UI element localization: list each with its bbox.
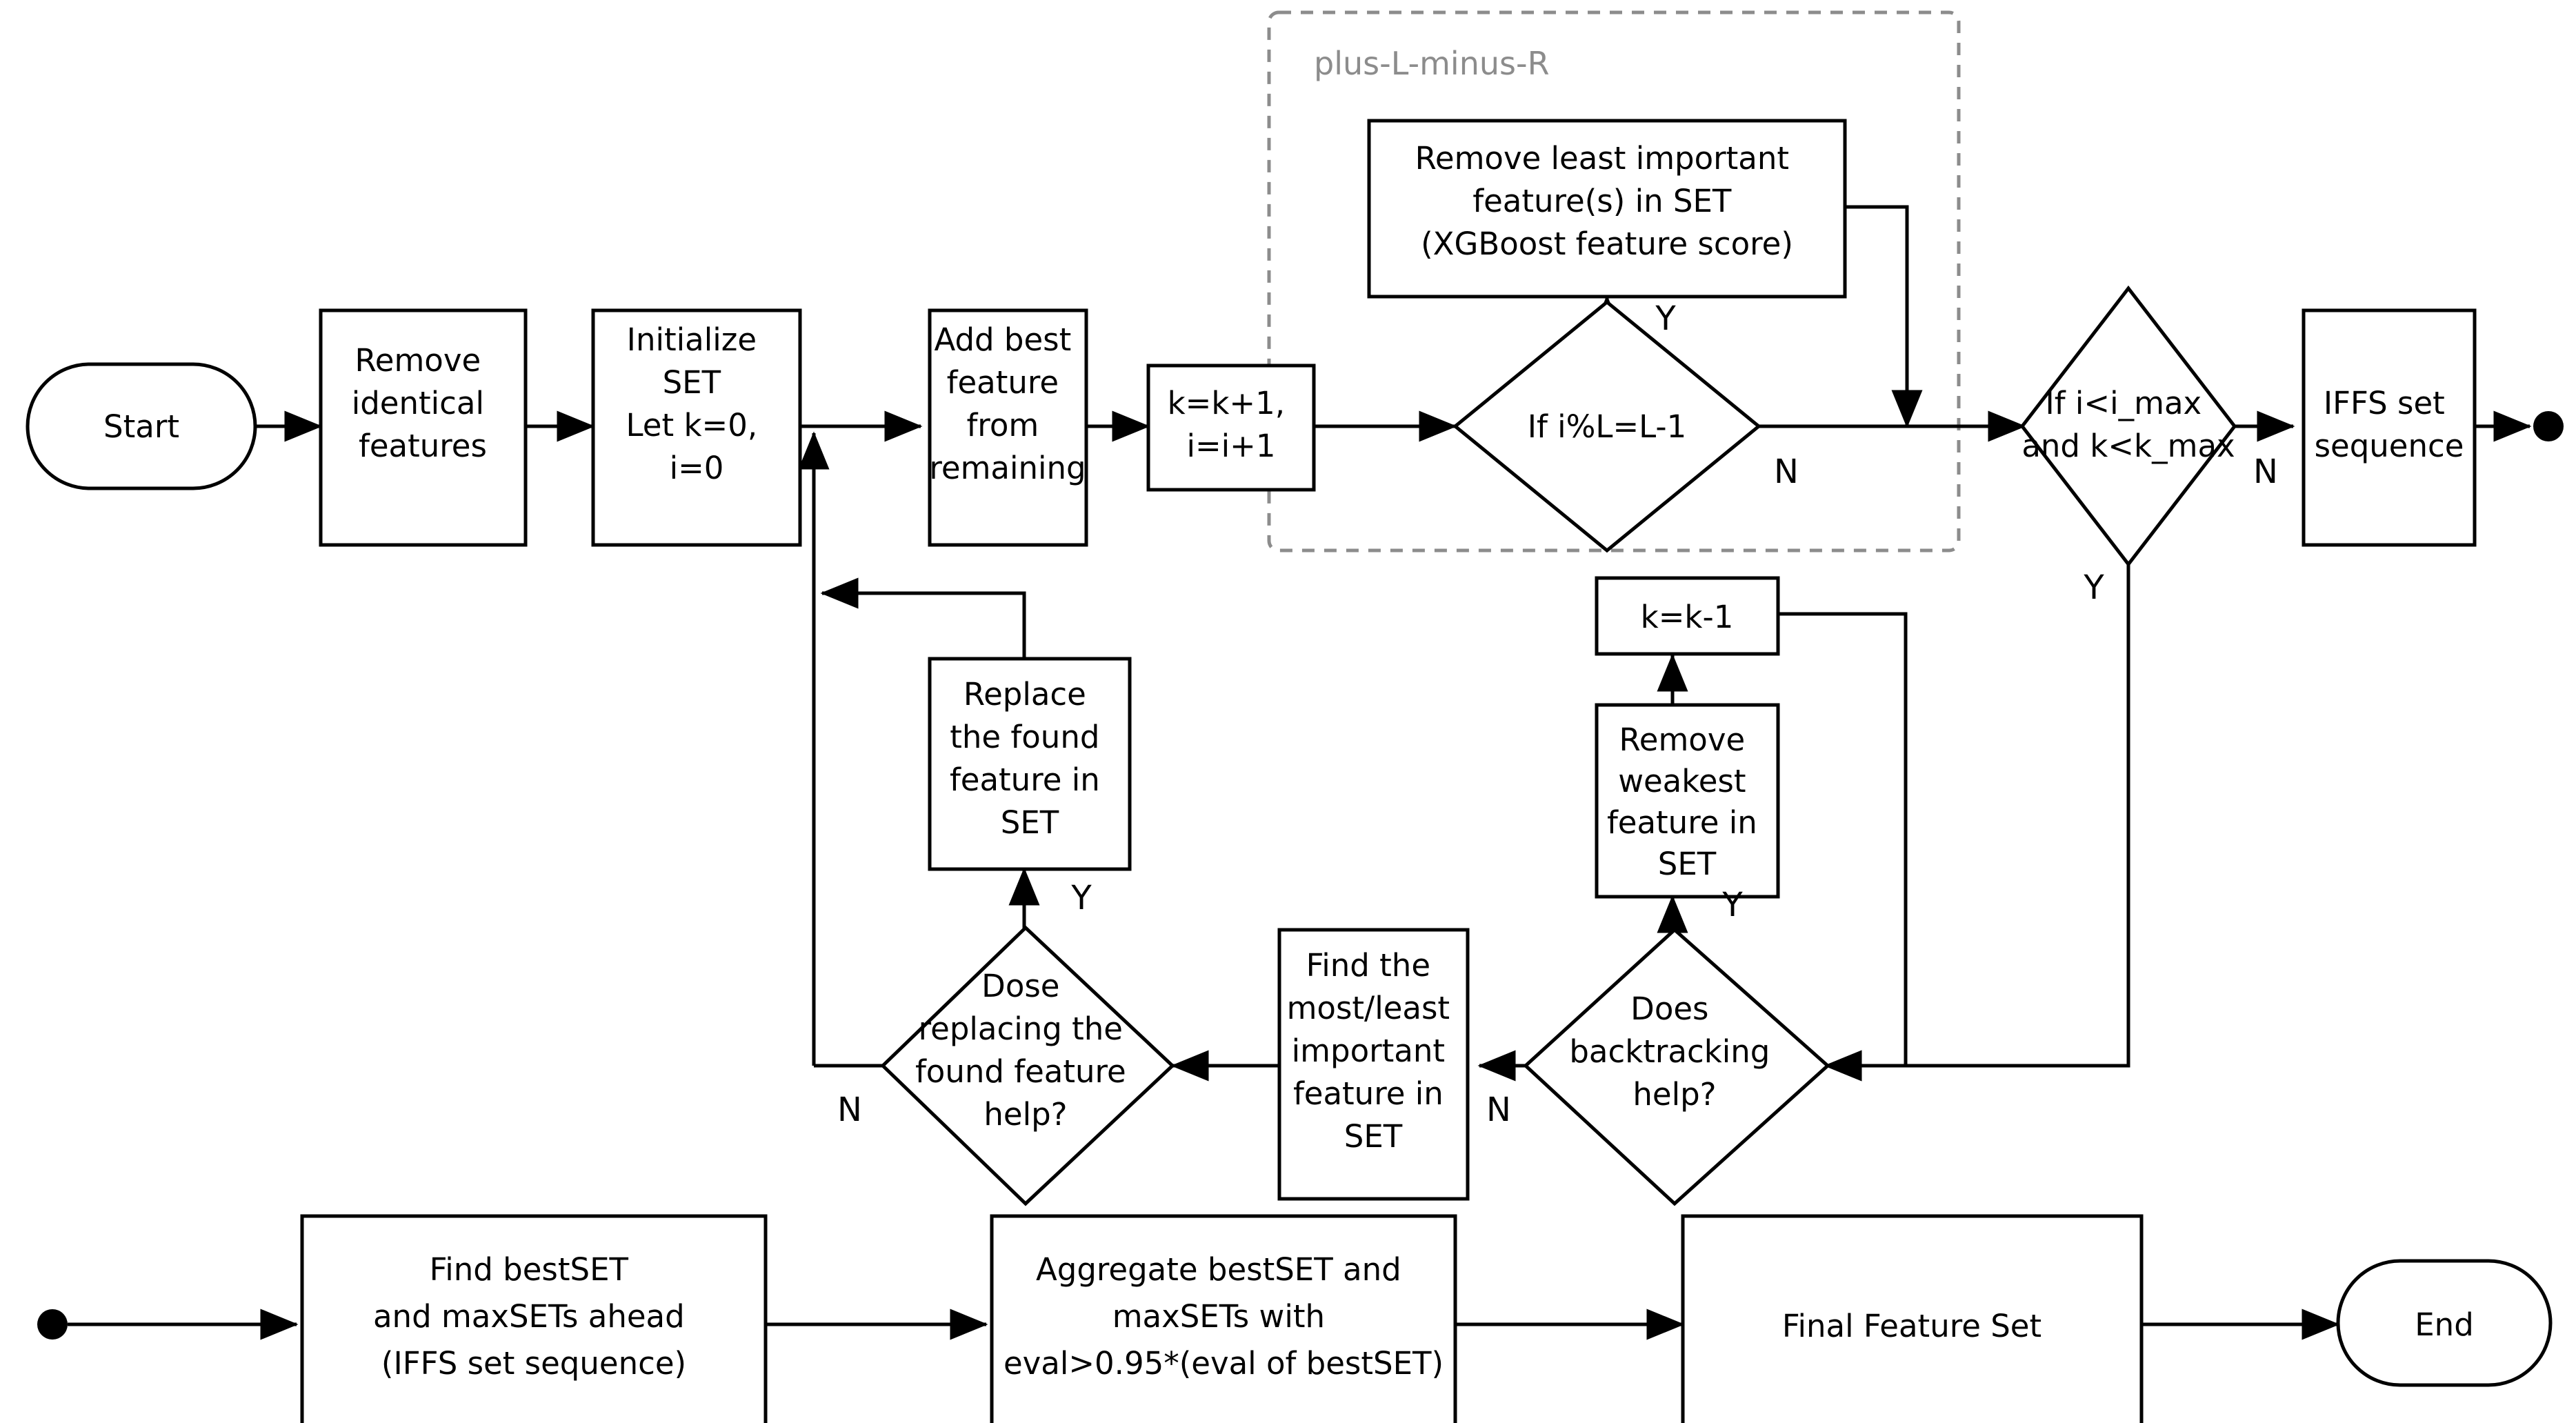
backtrack-help-no-label: N xyxy=(1486,1091,1511,1129)
remove-least-important-box[interactable] xyxy=(1367,119,1847,299)
mod-check-yes-label: Y xyxy=(1655,299,1676,338)
backtrack-help-yes-label: Y xyxy=(1721,886,1743,924)
iffs-set-sequence-label: IFFS set sequence xyxy=(2315,385,2464,464)
loop-check-no-label: N xyxy=(2253,452,2278,491)
backtrack-help-decision-label: Does backtracking help? xyxy=(1569,991,1779,1113)
replace-help-decision[interactable] xyxy=(880,925,1175,1206)
loop-check-decision[interactable] xyxy=(2019,285,2237,568)
replace-found-feature-label: Replace the found feature in SET xyxy=(950,676,1110,841)
replace-help-yes-label: Y xyxy=(1070,879,1092,917)
replace-help-decision-label: Dose replacing the found feature help? xyxy=(915,968,1136,1133)
remove-identical-features-label: Remove identical features xyxy=(352,342,495,464)
final-feature-set-label: Final Feature Set xyxy=(1782,1308,2041,1344)
replace-found-feature-box[interactable] xyxy=(928,657,1132,871)
increment-counters-label: k=k+1, i=i+1 xyxy=(1168,385,1295,464)
connector-remove-least-to-main-line xyxy=(1845,205,1923,428)
top-flow-endpoint-dot xyxy=(2533,411,2564,441)
aggregate-bestset-label: Aggregate bestSET and maxSETs with eval>… xyxy=(1004,1251,1444,1382)
initialize-set-box[interactable] xyxy=(591,308,802,547)
connector-replace-to-left-loop xyxy=(820,577,1026,659)
plus-l-minus-r-group xyxy=(1267,10,1961,553)
loop-check-yes-label: Y xyxy=(2083,568,2104,607)
final-feature-set-box[interactable] xyxy=(1681,1214,2144,1423)
start-terminator[interactable] xyxy=(26,362,257,490)
end-terminator-label: End xyxy=(2415,1306,2474,1343)
end-terminator[interactable] xyxy=(2336,1259,2553,1387)
remove-weakest-feature-label: Remove weakest feature in SET xyxy=(1607,722,1767,882)
add-best-feature-label: Add best feature from remaining xyxy=(929,321,1086,486)
add-best-feature-box[interactable] xyxy=(928,308,1088,547)
remove-least-important-label: Remove least important feature(s) in SET… xyxy=(1415,140,1799,262)
bottom-flow-start-dot xyxy=(37,1309,68,1340)
initialize-set-label: Initialize SET Let k=0, i=0 xyxy=(626,321,768,486)
mod-check-decision-label: If i%L=L-1 xyxy=(1528,408,1687,445)
connector-k-decrement-to-backtrack xyxy=(1778,612,1908,1082)
connector-loop-check-yes-to-backtrack xyxy=(1824,547,2130,1082)
find-most-least-important-label: Find the most/least important feature in… xyxy=(1287,947,1460,1155)
plus-l-minus-r-group-label: plus-L-minus-R xyxy=(1314,45,1550,82)
mod-check-no-label: N xyxy=(1774,452,1799,491)
mod-check-decision[interactable] xyxy=(1452,299,1761,553)
remove-weakest-feature-box[interactable] xyxy=(1595,703,1780,899)
find-bestset-label: Find bestSET and maxSETs ahead (IFFS set… xyxy=(373,1251,695,1382)
increment-counters-box[interactable] xyxy=(1146,364,1316,492)
remove-identical-features-box[interactable] xyxy=(319,308,528,547)
start-terminator-label: Start xyxy=(103,408,179,445)
iffs-set-sequence-box[interactable] xyxy=(2302,308,2477,547)
k-decrement-box[interactable] xyxy=(1595,576,1780,656)
backtrack-help-decision[interactable] xyxy=(1523,927,1830,1206)
aggregate-bestset-box[interactable] xyxy=(990,1214,1457,1423)
find-bestset-box[interactable] xyxy=(300,1214,768,1423)
replace-help-no-label: N xyxy=(837,1091,862,1129)
k-decrement-label: k=k-1 xyxy=(1641,599,1734,635)
loop-check-decision-label: If i<i_max and k<k_max xyxy=(2021,385,2235,464)
find-most-least-important-box[interactable] xyxy=(1277,928,1470,1201)
